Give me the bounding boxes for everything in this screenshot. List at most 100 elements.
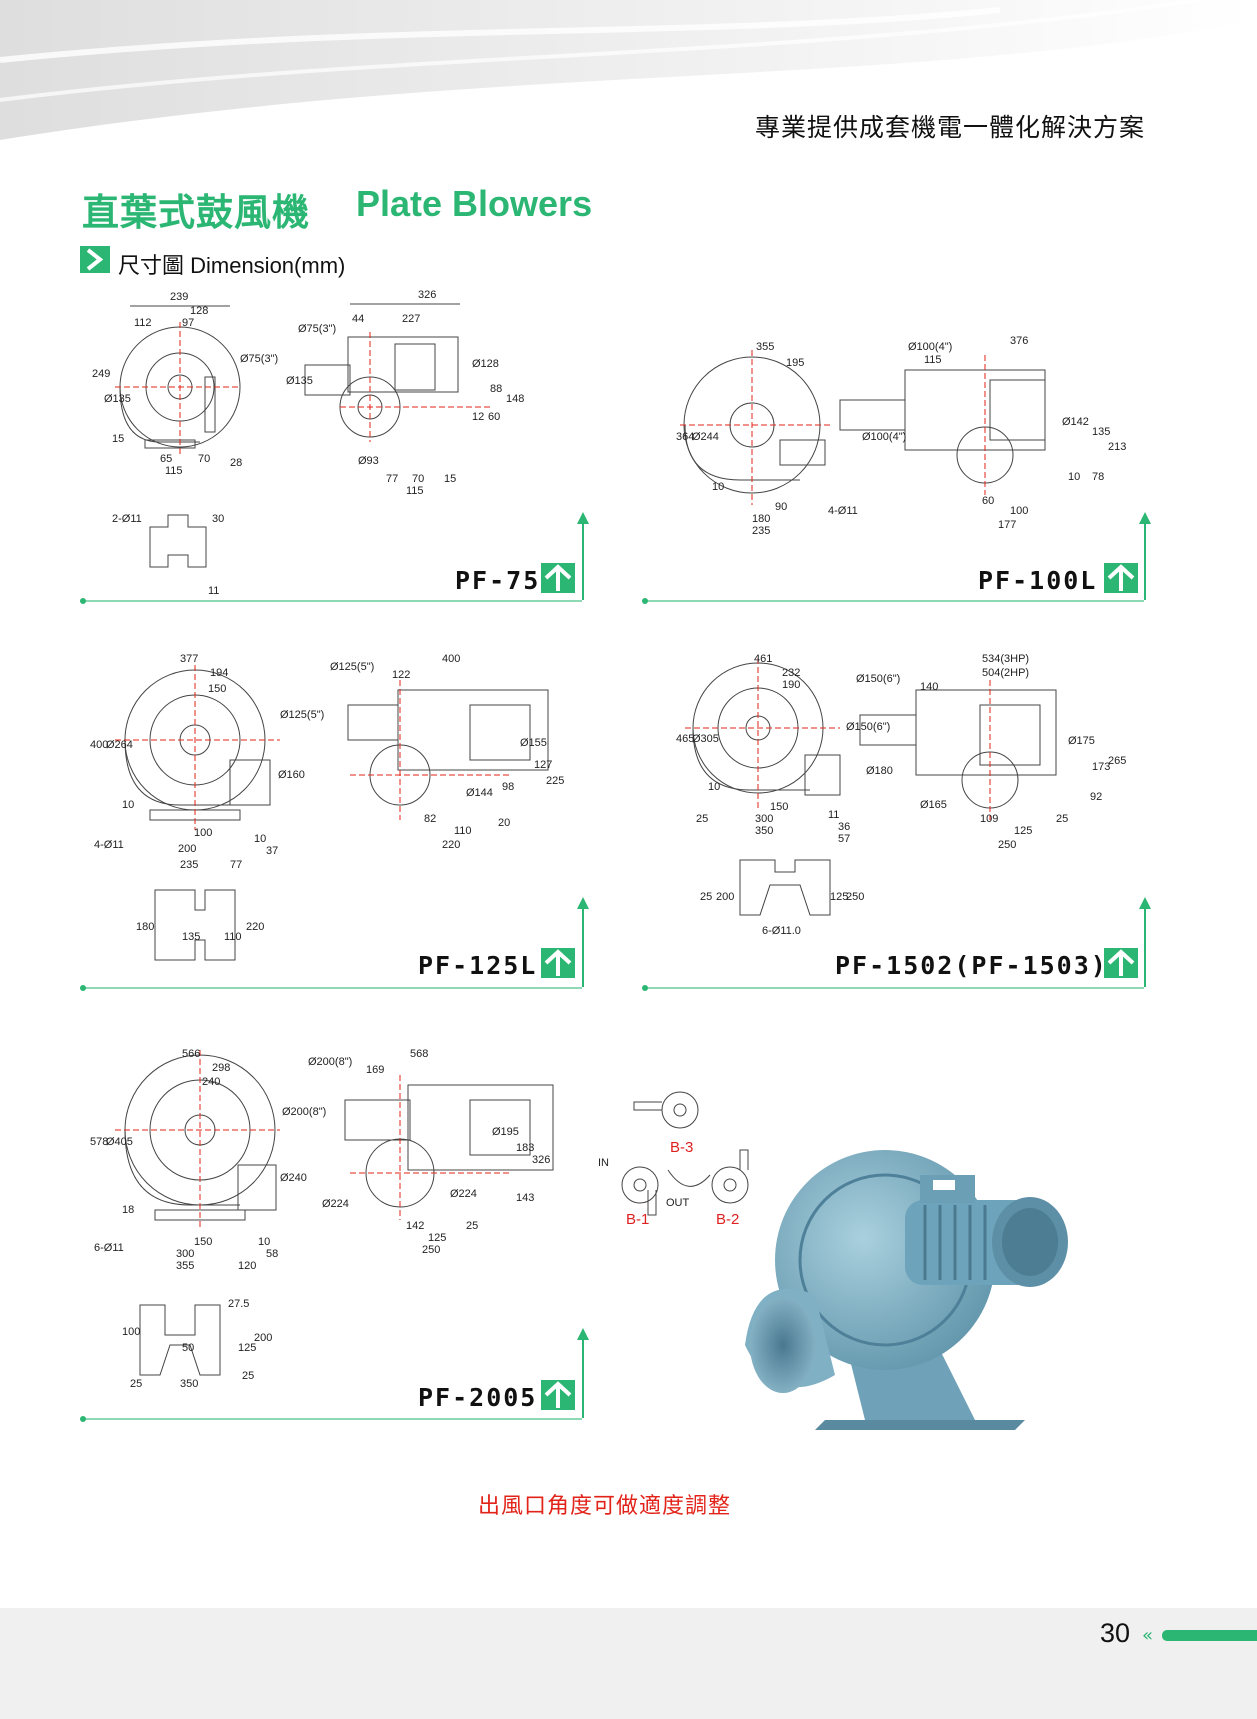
svg-text:Ø93: Ø93 <box>358 455 379 467</box>
svg-text:200: 200 <box>254 1332 272 1344</box>
svg-text:213: 213 <box>1108 441 1126 453</box>
svg-text:350: 350 <box>180 1378 198 1390</box>
svg-text:11: 11 <box>208 585 219 597</box>
svg-text:250: 250 <box>846 891 864 903</box>
svg-text:Ø180: Ø180 <box>866 765 893 777</box>
svg-text:377: 377 <box>180 653 198 665</box>
svg-text:Ø160: Ø160 <box>278 769 305 781</box>
svg-text:400: 400 <box>442 653 460 665</box>
svg-text:180: 180 <box>136 921 154 933</box>
svg-text:44: 44 <box>352 313 364 325</box>
svg-text:350: 350 <box>755 825 773 837</box>
svg-text:177: 177 <box>998 519 1016 531</box>
model-name-pf1502: PF-1502(PF-1503) <box>835 951 1108 980</box>
svg-text:227: 227 <box>402 313 420 325</box>
pf100l-dimension-drawing: 355 195 364 Ø244 10 90 4-Ø11 180 235 Ø10… <box>676 335 1126 537</box>
svg-text:180: 180 <box>752 513 770 525</box>
svg-text:60: 60 <box>488 411 500 423</box>
svg-text:20: 20 <box>498 817 510 829</box>
svg-text:125: 125 <box>238 1342 256 1354</box>
footer-band <box>0 1608 1257 1719</box>
svg-text:250: 250 <box>422 1244 440 1256</box>
svg-text:195: 195 <box>786 357 804 369</box>
svg-text:10: 10 <box>258 1236 270 1248</box>
svg-text:Ø240: Ø240 <box>280 1172 307 1184</box>
svg-text:568: 568 <box>410 1048 428 1060</box>
svg-text:30: 30 <box>212 513 224 525</box>
svg-text:240: 240 <box>202 1076 220 1088</box>
section-divider-vertical <box>1139 897 1151 987</box>
section-divider <box>80 598 582 604</box>
svg-text:88: 88 <box>490 383 502 395</box>
svg-text:109: 109 <box>980 813 998 825</box>
svg-text:Ø100(4"): Ø100(4") <box>862 431 906 443</box>
svg-text:36: 36 <box>838 821 850 833</box>
svg-text:355: 355 <box>176 1260 194 1272</box>
svg-text:Ø224: Ø224 <box>322 1198 349 1210</box>
svg-text:125: 125 <box>1014 825 1032 837</box>
svg-text:10: 10 <box>708 781 720 793</box>
svg-text:11: 11 <box>828 809 839 821</box>
svg-text:78: 78 <box>1092 471 1104 483</box>
page-title-english: Plate Blowers <box>356 183 593 224</box>
svg-text:97: 97 <box>182 317 194 329</box>
model-name-pf75: PF-75 <box>455 566 541 595</box>
section-divider <box>80 1416 582 1422</box>
plate-blower-product-image <box>745 1150 1068 1430</box>
outlet-label: OUT <box>666 1197 690 1209</box>
svg-text:Ø142: Ø142 <box>1062 416 1089 428</box>
svg-text:25: 25 <box>1056 813 1068 825</box>
svg-text:2-Ø11: 2-Ø11 <box>112 513 142 525</box>
svg-text:364: 364 <box>676 431 694 443</box>
svg-text:140: 140 <box>920 681 938 693</box>
svg-text:326: 326 <box>532 1154 550 1166</box>
svg-text:15: 15 <box>444 473 456 485</box>
svg-text:25: 25 <box>700 891 712 903</box>
svg-text:Ø75(3"): Ø75(3") <box>298 323 336 335</box>
svg-text:77: 77 <box>230 859 242 871</box>
svg-text:10: 10 <box>122 799 134 811</box>
double-chevron-icon: « <box>1142 1625 1154 1646</box>
svg-text:15: 15 <box>112 433 124 445</box>
svg-text:10: 10 <box>712 481 724 493</box>
svg-text:18: 18 <box>122 1204 134 1216</box>
page-number: 30 <box>1100 1618 1131 1648</box>
svg-text:Ø200(8"): Ø200(8") <box>308 1056 352 1068</box>
svg-text:115: 115 <box>406 485 424 497</box>
svg-text:Ø75(3"): Ø75(3") <box>240 353 278 365</box>
svg-text:100: 100 <box>122 1326 140 1338</box>
svg-text:125: 125 <box>428 1232 446 1244</box>
svg-text:249: 249 <box>92 368 110 380</box>
svg-text:225: 225 <box>546 775 564 787</box>
up-arrow-icon <box>1104 948 1138 978</box>
svg-text:300: 300 <box>176 1248 194 1260</box>
svg-text:112: 112 <box>134 317 152 329</box>
svg-text:Ø155: Ø155 <box>520 737 547 749</box>
svg-text:Ø405: Ø405 <box>106 1136 133 1148</box>
svg-text:504(2HP): 504(2HP) <box>982 667 1029 679</box>
svg-text:110: 110 <box>454 825 472 837</box>
svg-text:Ø135: Ø135 <box>104 393 131 405</box>
svg-text:173: 173 <box>1092 761 1110 773</box>
svg-text:128: 128 <box>190 305 208 317</box>
svg-text:150: 150 <box>208 683 226 695</box>
svg-text:239: 239 <box>170 291 188 303</box>
pf75-dimension-drawing: 239 128 112 97 249 Ø135 15 65 70 115 28 … <box>92 289 524 597</box>
outlet-orientation-diagram: IN OUT B-3 B-1 B-2 <box>598 1091 749 1228</box>
svg-text:37: 37 <box>266 845 278 857</box>
svg-text:148: 148 <box>506 393 524 405</box>
svg-text:Ø135: Ø135 <box>286 375 313 387</box>
svg-text:190: 190 <box>782 679 800 691</box>
page-title-chinese: 直葉式鼓風機 <box>82 191 310 234</box>
svg-text:135: 135 <box>1092 426 1110 438</box>
svg-text:Ø195: Ø195 <box>492 1126 519 1138</box>
svg-text:4-Ø11: 4-Ø11 <box>94 839 124 851</box>
svg-text:Ø165: Ø165 <box>920 799 947 811</box>
svg-text:4-Ø11: 4-Ø11 <box>828 505 858 517</box>
model-name-pf2005: PF-2005 <box>418 1383 538 1412</box>
svg-text:Ø100(4"): Ø100(4") <box>908 341 952 353</box>
section-divider <box>80 985 582 991</box>
svg-text:142: 142 <box>406 1220 424 1232</box>
svg-text:Ø244: Ø244 <box>692 431 719 443</box>
pf1502-dimension-drawing: 461 232 190 465 Ø305 10 25 150 300 350 1… <box>676 653 1126 937</box>
